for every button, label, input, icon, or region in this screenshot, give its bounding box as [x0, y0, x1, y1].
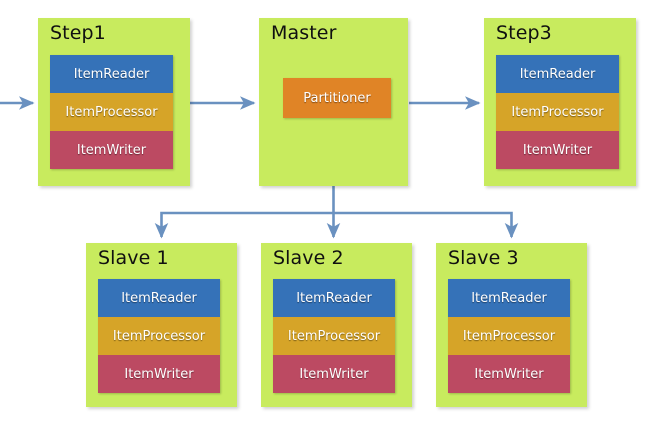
- step3-item-writer-band[interactable]: ItemWriter: [496, 131, 619, 169]
- node-step3-component-stack: ItemReader ItemProcessor ItemWriter: [496, 55, 619, 169]
- arrow-master-to-slave1: [154, 211, 334, 239]
- slave-1-item-processor-band[interactable]: ItemProcessor: [98, 317, 220, 355]
- node-master[interactable]: Master Partitioner: [259, 18, 408, 186]
- node-step1-component-stack: ItemReader ItemProcessor ItemWriter: [50, 55, 173, 169]
- node-step1[interactable]: Step1 ItemReader ItemProcessor ItemWrite…: [38, 18, 190, 186]
- step1-item-writer-band[interactable]: ItemWriter: [50, 131, 173, 169]
- slave-2-item-writer-band[interactable]: ItemWriter: [273, 355, 395, 393]
- step1-item-processor-band[interactable]: ItemProcessor: [50, 93, 173, 131]
- node-step1-title: Step1: [50, 22, 106, 44]
- node-slave-3-component-stack: ItemReader ItemProcessor ItemWriter: [448, 279, 570, 393]
- node-slave-1[interactable]: Slave 1 ItemReader ItemProcessor ItemWri…: [86, 243, 237, 407]
- node-master-title: Master: [271, 22, 337, 44]
- slave-2-item-processor-band[interactable]: ItemProcessor: [273, 317, 395, 355]
- step3-item-processor-band[interactable]: ItemProcessor: [496, 93, 619, 131]
- step1-item-reader-band[interactable]: ItemReader: [50, 55, 173, 93]
- node-step3-title: Step3: [496, 22, 552, 44]
- node-slave-2[interactable]: Slave 2 ItemReader ItemProcessor ItemWri…: [261, 243, 412, 407]
- node-slave-1-title: Slave 1: [98, 247, 169, 269]
- node-slave-2-title: Slave 2: [273, 247, 344, 269]
- slave-3-item-processor-band[interactable]: ItemProcessor: [448, 317, 570, 355]
- slave-1-item-reader-band[interactable]: ItemReader: [98, 279, 220, 317]
- slave-3-item-writer-band[interactable]: ItemWriter: [448, 355, 570, 393]
- slave-3-item-reader-band[interactable]: ItemReader: [448, 279, 570, 317]
- arrow-master-to-slave3: [333, 211, 519, 239]
- node-step3[interactable]: Step3 ItemReader ItemProcessor ItemWrite…: [484, 18, 636, 186]
- node-slave-2-component-stack: ItemReader ItemProcessor ItemWriter: [273, 279, 395, 393]
- node-slave-3-title: Slave 3: [448, 247, 519, 269]
- slave-1-item-writer-band[interactable]: ItemWriter: [98, 355, 220, 393]
- node-slave-3[interactable]: Slave 3 ItemReader ItemProcessor ItemWri…: [436, 243, 587, 407]
- node-slave-1-component-stack: ItemReader ItemProcessor ItemWriter: [98, 279, 220, 393]
- slave-2-item-reader-band[interactable]: ItemReader: [273, 279, 395, 317]
- step3-item-reader-band[interactable]: ItemReader: [496, 55, 619, 93]
- master-partitioner-band[interactable]: Partitioner: [283, 78, 391, 118]
